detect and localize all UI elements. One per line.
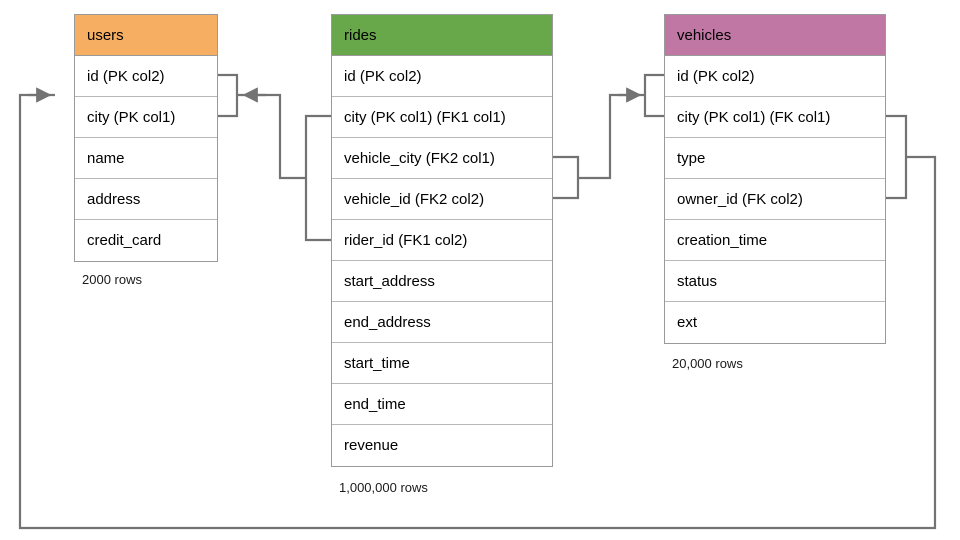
entity-field-vehicles-3: owner_id (FK col2) bbox=[665, 179, 885, 220]
connector-rides-to-vehicles-bracket bbox=[553, 155, 580, 200]
connector-rides-to-users-line bbox=[237, 93, 306, 180]
entity-field-rides-8: end_time bbox=[332, 384, 552, 425]
entity-field-rides-9: revenue bbox=[344, 437, 399, 454]
entity-header-vehicles: vehicles bbox=[665, 15, 885, 56]
entity-field-rides-3: vehicle_id (FK2 col2) bbox=[332, 179, 552, 220]
entity-field-rides-7: start_time bbox=[332, 343, 552, 384]
row-count-label-vehicles: 20,000 rows bbox=[672, 356, 743, 371]
entity-field-users-1: city (PK col1) bbox=[75, 97, 217, 138]
entity-field-vehicles-1: city (PK col1) (FK col1) bbox=[665, 97, 885, 138]
row-count-label-users: 2000 rows bbox=[82, 272, 142, 287]
entity-field-rides-0: id (PK col2) bbox=[332, 56, 552, 97]
entity-field-vehicles-4: creation_time bbox=[665, 220, 885, 261]
entity-field-rides-4: rider_id (FK1 col2) bbox=[332, 220, 552, 261]
entity-field-vehicles-6: ext bbox=[677, 314, 698, 331]
entity-field-vehicles-5: status bbox=[665, 261, 885, 302]
entity-field-rides-6: end_address bbox=[332, 302, 552, 343]
connector-users-left-bracket bbox=[218, 73, 239, 118]
entity-field-users-4: credit_card bbox=[87, 232, 162, 249]
connector-vehicles-to-users-bracket bbox=[886, 114, 908, 200]
connector-rides-to-users-bracket bbox=[304, 114, 331, 242]
entity-field-vehicles-2: type bbox=[665, 138, 885, 179]
entity-header-rides: rides bbox=[332, 15, 552, 56]
connector-rides-to-vehicles-line bbox=[578, 93, 645, 180]
entity-field-rides-1: city (PK col1) (FK1 col1) bbox=[332, 97, 552, 138]
entity-field-users-2: name bbox=[75, 138, 217, 179]
entity-field-users-3: address bbox=[75, 179, 217, 220]
entity-field-rides-5: start_address bbox=[332, 261, 552, 302]
entity-field-users-0: id (PK col2) bbox=[75, 56, 217, 97]
entity-field-rides-2: vehicle_city (FK2 col1) bbox=[332, 138, 552, 179]
entity-field-vehicles-0: id (PK col2) bbox=[665, 56, 885, 97]
entity-header-users: users bbox=[75, 15, 217, 56]
connector-vehicles-left-bracket bbox=[643, 73, 664, 118]
row-count-label-rides: 1,000,000 rows bbox=[339, 480, 428, 495]
